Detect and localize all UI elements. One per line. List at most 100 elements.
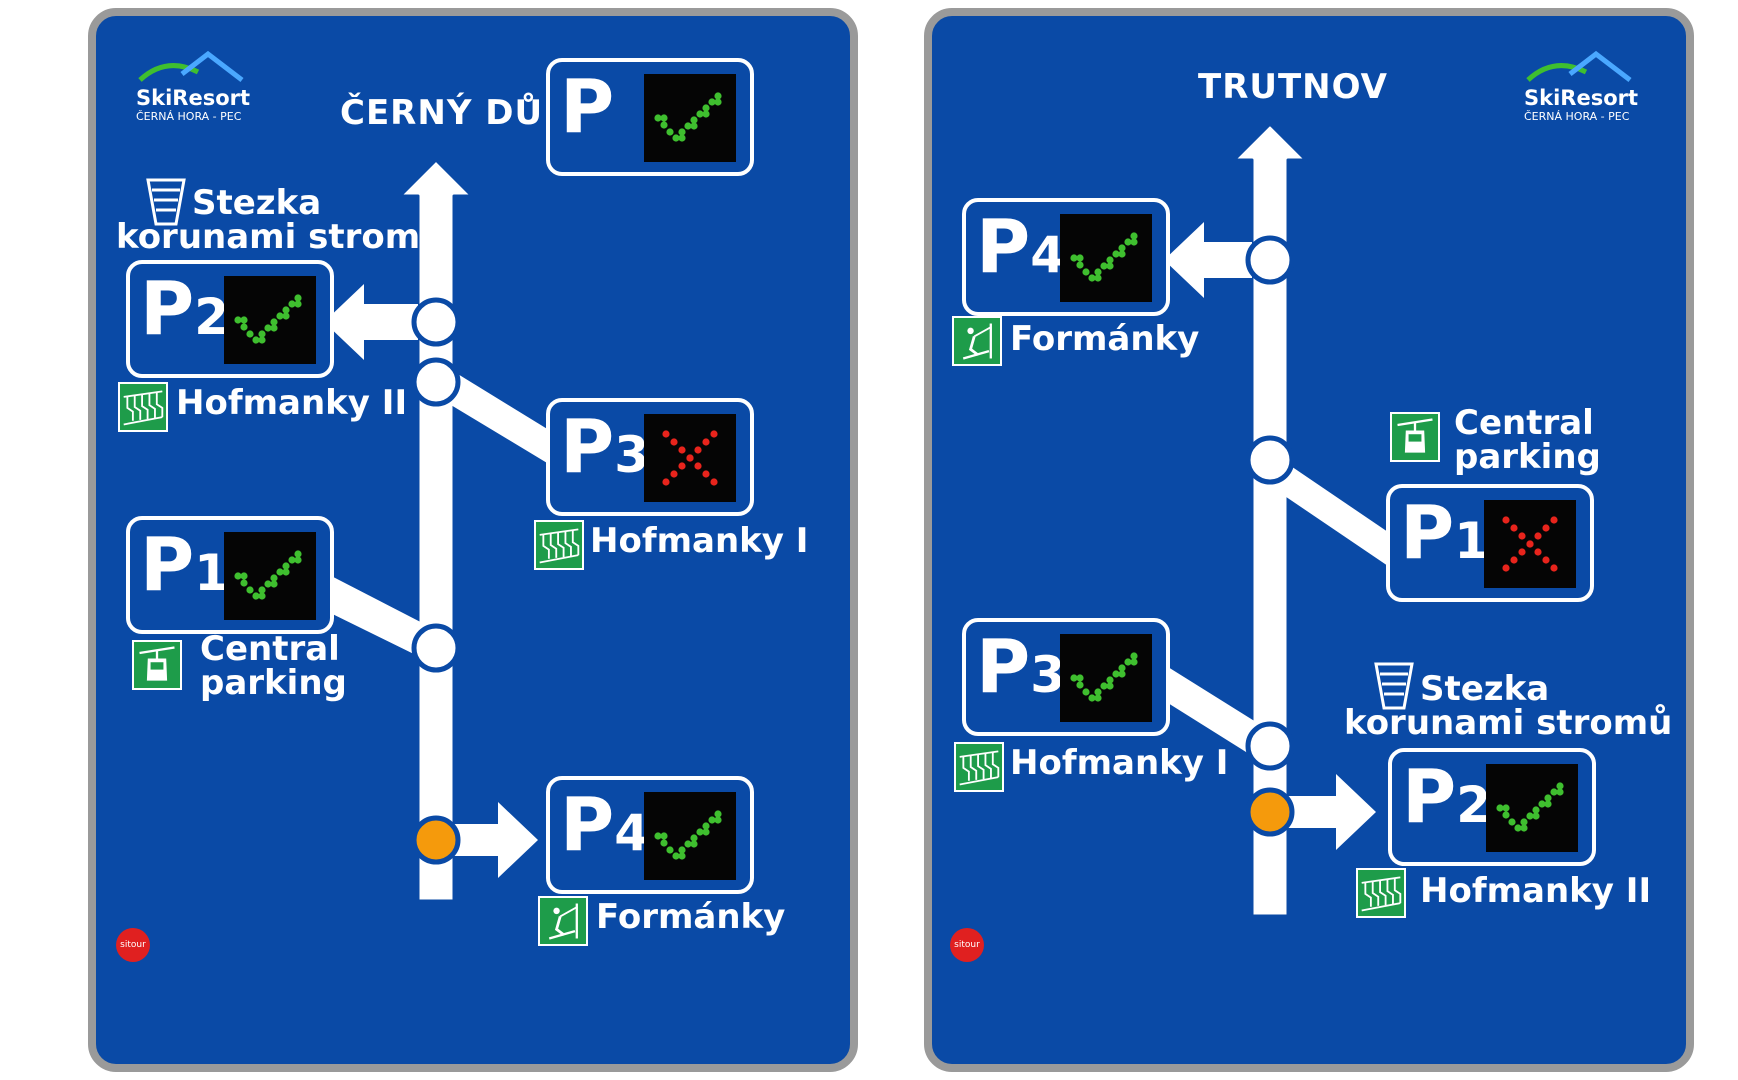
parking-letter: P bbox=[1400, 490, 1455, 576]
treetop-walkway-icon bbox=[146, 178, 186, 226]
mountain-logo-icon bbox=[138, 50, 244, 82]
current-position-marker bbox=[1245, 787, 1295, 837]
parking-number: 1 bbox=[1454, 512, 1490, 570]
chairlift-icon bbox=[954, 742, 1004, 792]
parking-box-p4: P4 bbox=[962, 198, 1170, 316]
tower-label-line2: korunami stromů bbox=[1344, 703, 1673, 743]
parking-number: 3 bbox=[1030, 646, 1066, 704]
main-road-arrow bbox=[1232, 122, 1308, 918]
place-label-p2: Hofmanky II bbox=[176, 383, 408, 423]
distance-label-upper: 1000 m bbox=[418, 452, 454, 578]
main-parking-box: P bbox=[546, 58, 754, 176]
junction-p1 bbox=[1245, 435, 1295, 485]
ski-lift-icon bbox=[538, 896, 588, 946]
place-label-p1-line2: parking bbox=[1454, 437, 1601, 477]
junction-p4 bbox=[1245, 235, 1295, 285]
led-full-indicator bbox=[1484, 500, 1576, 588]
distance-label-upper: 800 m bbox=[1252, 323, 1288, 428]
parking-number: 3 bbox=[614, 426, 650, 484]
place-label-p1-line1: Central bbox=[1454, 403, 1594, 443]
junction-p1 bbox=[411, 623, 461, 673]
gondola-icon bbox=[132, 640, 182, 690]
led-ok-indicator bbox=[224, 276, 316, 364]
led-full-indicator bbox=[644, 414, 736, 502]
parking-box-p1: P1 bbox=[1386, 484, 1594, 602]
parking-letter: P bbox=[560, 782, 615, 868]
junction-p2 bbox=[411, 297, 461, 347]
chairlift-icon bbox=[1356, 868, 1406, 918]
led-ok-indicator bbox=[224, 532, 316, 620]
sitour-badge: sitour bbox=[950, 928, 984, 962]
parking-code: P4 bbox=[560, 788, 649, 862]
sitour-badge: sitour bbox=[116, 928, 150, 962]
parking-number: 4 bbox=[1030, 226, 1066, 284]
branch-road-p1 bbox=[308, 564, 436, 660]
logo-subtitle: ČERNÁ HORA - PEC bbox=[1524, 110, 1630, 123]
road-diagram bbox=[1144, 122, 1388, 918]
parking-code: P3 bbox=[976, 630, 1065, 704]
place-label-p3: Hofmanky I bbox=[590, 521, 809, 561]
parking-code: P1 bbox=[1400, 496, 1489, 570]
tower-label-line1: Stezka bbox=[1420, 669, 1550, 709]
parking-code: P2 bbox=[140, 272, 229, 346]
parking-box-p1: P1 bbox=[126, 516, 334, 634]
branch-arrow-p4 bbox=[1164, 222, 1252, 298]
chairlift-icon bbox=[118, 382, 168, 432]
parking-box-p2: P2 bbox=[126, 260, 334, 378]
parking-code: P1 bbox=[140, 528, 229, 602]
tower-label-line1: Stezka bbox=[192, 183, 322, 223]
skiresort-logo: SkiResort ČERNÁ HORA - PEC bbox=[136, 50, 256, 128]
parking-letter: P bbox=[140, 522, 195, 608]
parking-box-p3: P3 bbox=[962, 618, 1170, 736]
led-ok-indicator bbox=[1486, 764, 1578, 852]
parking-letter: P bbox=[560, 404, 615, 490]
logo-name: SkiResort bbox=[136, 86, 251, 110]
place-label-p4: Formánky bbox=[596, 897, 786, 937]
logo-subtitle: ČERNÁ HORA - PEC bbox=[136, 110, 242, 123]
place-label-p1-line1: Central bbox=[200, 629, 340, 669]
parking-letter: P bbox=[976, 624, 1031, 710]
parking-letter: P bbox=[140, 266, 195, 352]
parking-box-p3: P3 bbox=[546, 398, 754, 516]
parking-number: 1 bbox=[194, 544, 230, 602]
parking-box-p2: P2 bbox=[1388, 748, 1596, 866]
place-label-p2: Hofmanky II bbox=[1420, 871, 1652, 911]
branch-road-p3 bbox=[436, 368, 562, 472]
junction-p3 bbox=[1245, 721, 1295, 771]
place-label-p3: Hofmanky I bbox=[1010, 743, 1229, 783]
parking-guidance-sign-right: TRUTNOV SkiResort ČERNÁ HORA - PEC P4 Fo… bbox=[924, 8, 1694, 1072]
branch-road-p3 bbox=[1144, 652, 1272, 762]
parking-number: 2 bbox=[1456, 776, 1492, 834]
gondola-icon bbox=[1390, 412, 1440, 462]
branch-arrow-p2 bbox=[1288, 774, 1376, 850]
place-label-p1-line2: parking bbox=[200, 663, 347, 703]
led-ok-indicator bbox=[644, 792, 736, 880]
parking-box-p4: P4 bbox=[546, 776, 754, 894]
branch-arrow-p2 bbox=[324, 284, 418, 360]
ski-lift-icon bbox=[952, 316, 1002, 366]
led-ok-indicator bbox=[1060, 214, 1152, 302]
parking-code: P3 bbox=[560, 410, 649, 484]
parking-letter: P bbox=[560, 64, 615, 150]
chairlift-icon bbox=[534, 520, 584, 570]
mountain-logo-icon bbox=[1526, 50, 1632, 82]
parking-number: 4 bbox=[614, 804, 650, 862]
led-ok-indicator bbox=[1060, 634, 1152, 722]
current-position-marker bbox=[411, 815, 461, 865]
branch-arrow-p4 bbox=[454, 802, 538, 878]
led-ok-indicator bbox=[644, 74, 736, 162]
distance-label-lower: 1000 m bbox=[1252, 560, 1288, 686]
parking-letter: P bbox=[976, 204, 1031, 290]
skiresort-logo: SkiResort ČERNÁ HORA - PEC bbox=[1524, 50, 1644, 128]
place-label-p4: Formánky bbox=[1010, 319, 1200, 359]
parking-code: P2 bbox=[1402, 760, 1491, 834]
parking-number: 2 bbox=[194, 288, 230, 346]
treetop-walkway-icon bbox=[1374, 662, 1414, 710]
destination-label: TRUTNOV bbox=[1198, 67, 1388, 107]
parking-guidance-sign-left: SkiResort ČERNÁ HORA - PEC ČERNÝ DŮL P S… bbox=[88, 8, 858, 1072]
road-diagram bbox=[308, 158, 562, 903]
destination-label: ČERNÝ DŮL bbox=[340, 93, 566, 133]
logo-name: SkiResort bbox=[1524, 86, 1639, 110]
parking-code: P4 bbox=[976, 210, 1065, 284]
main-road-arrow bbox=[398, 158, 474, 903]
